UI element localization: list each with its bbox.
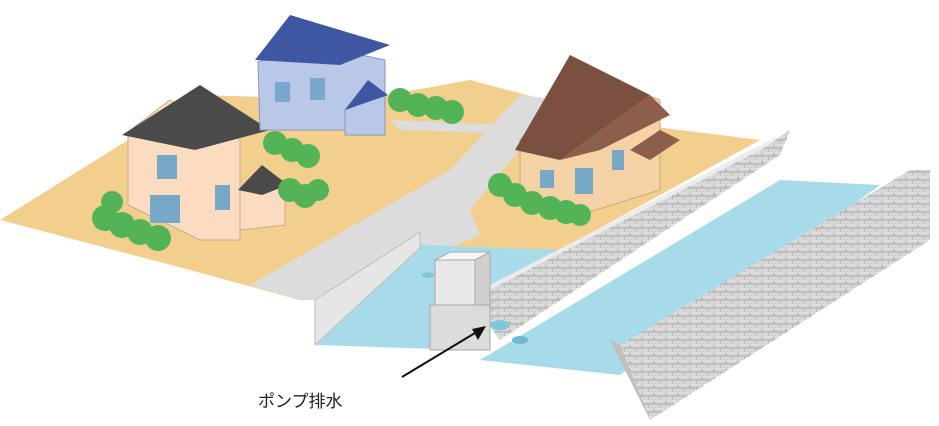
road-main bbox=[250, 95, 560, 300]
levee-left bbox=[470, 130, 790, 340]
levee-right-face bbox=[610, 340, 650, 420]
tree-cluster-back bbox=[388, 88, 464, 124]
levee-right bbox=[620, 170, 930, 420]
tree-cluster-right bbox=[488, 173, 591, 226]
callout-label: ポンプ排水 bbox=[258, 392, 343, 412]
tree-cluster-left bbox=[92, 191, 171, 251]
house-back bbox=[255, 15, 390, 136]
house-left bbox=[122, 85, 288, 241]
callout-arrow bbox=[401, 326, 486, 378]
river-water bbox=[480, 180, 880, 375]
channel-wall bbox=[314, 231, 421, 347]
tree-cluster-center bbox=[263, 131, 329, 208]
house-right bbox=[515, 55, 680, 216]
levee-left-top bbox=[470, 135, 780, 300]
